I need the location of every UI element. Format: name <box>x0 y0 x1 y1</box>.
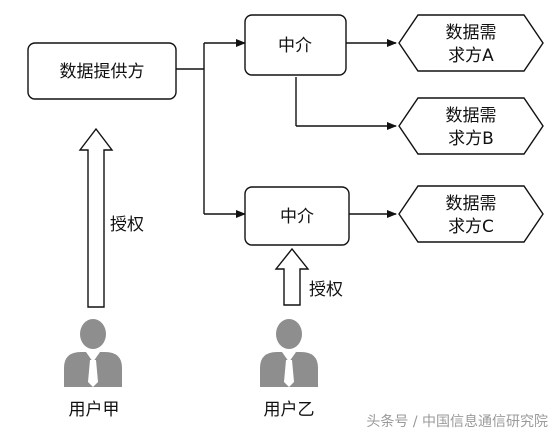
authorization-label-2: 授权 <box>309 280 343 300</box>
watermark-text: 头条号 / 中国信息通信研究院 <box>366 413 548 430</box>
broker-1-label: 中介 <box>278 36 312 56</box>
demand-node-c: 数据需 求方C <box>398 185 544 243</box>
demand-b-line1: 数据需 <box>446 106 497 126</box>
demand-c-line2: 求方C <box>448 217 494 237</box>
demand-b-line2: 求方B <box>448 129 494 149</box>
broker-node-2: 中介 <box>244 186 350 246</box>
demand-a-line2: 求方A <box>448 46 494 66</box>
broker-node-1: 中介 <box>244 14 347 76</box>
broker-2-label: 中介 <box>280 207 314 227</box>
provider-node: 数据提供方 <box>27 42 177 100</box>
user-label-1: 用户甲 <box>69 400 120 420</box>
authorization-arrow-2 <box>274 247 310 306</box>
provider-label: 数据提供方 <box>60 62 145 82</box>
user-label-2: 用户乙 <box>264 400 315 420</box>
demand-node-a: 数据需 求方A <box>398 14 544 72</box>
authorization-label-1: 授权 <box>110 215 144 235</box>
user-icon-2 <box>260 319 318 387</box>
demand-a-line1: 数据需 <box>446 23 497 43</box>
authorization-arrow-1 <box>78 127 114 308</box>
demand-c-line1: 数据需 <box>446 194 497 214</box>
user-icon-1 <box>64 319 122 387</box>
demand-node-b: 数据需 求方B <box>398 97 544 155</box>
connectors <box>176 39 397 218</box>
